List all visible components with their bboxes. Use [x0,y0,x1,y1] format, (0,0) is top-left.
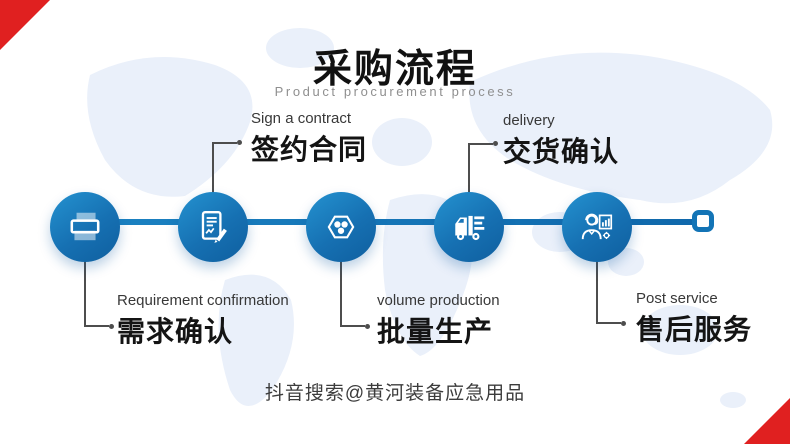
contract-signing-icon [201,211,227,243]
page-subtitle: Product procurement process [274,84,516,99]
step-labels: Post service 售后服务 [636,290,752,348]
step-label-en: volume production [377,292,500,309]
step-circle [306,192,376,262]
step-circle [562,192,632,262]
step-circle [434,192,504,262]
timeline-line [85,219,697,225]
step-label-en: delivery [503,112,555,129]
connector-elbow [84,261,114,329]
step-circle [50,192,120,262]
timeline-end-marker [692,210,714,232]
step-label-en: Post service [636,290,718,307]
red-corner-accent-bottom-right [744,398,790,444]
step-label-zh: 需求确认 [117,316,234,347]
step-labels: volume production 批量生产 [377,292,500,350]
page-title: 采购流程 [312,48,477,91]
connector-elbow [340,261,370,329]
step-label-zh: 批量生产 [377,316,494,347]
connector-elbow [212,140,242,194]
step-circle [178,192,248,262]
printer-icon [70,212,100,241]
step-label-zh: 签约合同 [251,134,368,165]
step-label-zh: 交货确认 [503,136,620,167]
delivery-truck-icon [455,215,485,241]
footer-caption: 抖音搜索@黄河装备应急用品 [264,383,526,404]
step-labels: Requirement confirmation 需求确认 [117,292,289,350]
step-label-en: Requirement confirmation [117,292,289,309]
step-labels: Sign a contract 签约合同 [251,110,367,168]
production-hexagon-icon [327,215,355,239]
step-label-zh: 售后服务 [636,314,753,345]
step-label-en: Sign a contract [251,110,352,127]
red-corner-accent-top-left [0,0,50,50]
connector-elbow [468,141,498,194]
step-labels: delivery 交货确认 [503,112,619,170]
customer-service-icon [581,213,613,240]
connector-elbow [596,261,626,326]
